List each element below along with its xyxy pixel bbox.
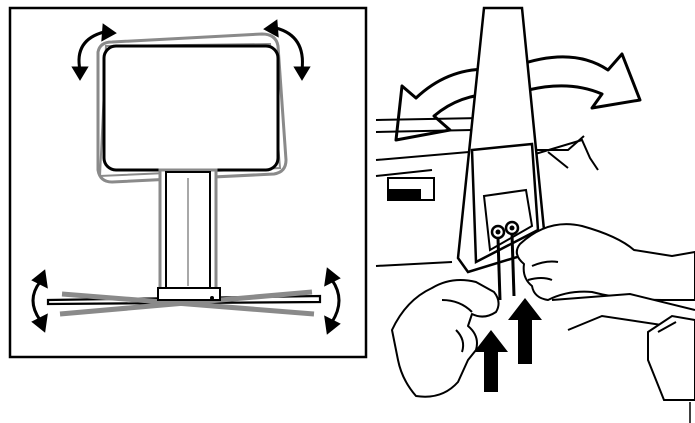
swivel-arrow-right-icon xyxy=(516,54,640,108)
push-up-arrow-left-icon xyxy=(474,330,508,392)
monitor-adjustment-panel xyxy=(0,0,372,360)
hand-upper-icon xyxy=(517,224,695,300)
push-up-arrow-right-icon xyxy=(508,298,542,364)
hand-lower-icon xyxy=(392,280,499,397)
stand-release-diagram xyxy=(372,0,695,423)
desk-edge xyxy=(552,294,695,400)
monitor-adjustment-diagram xyxy=(0,0,372,360)
monitor-stand-neck xyxy=(160,170,216,290)
stand-release-panel xyxy=(372,0,695,423)
monitor-screen xyxy=(104,46,278,170)
